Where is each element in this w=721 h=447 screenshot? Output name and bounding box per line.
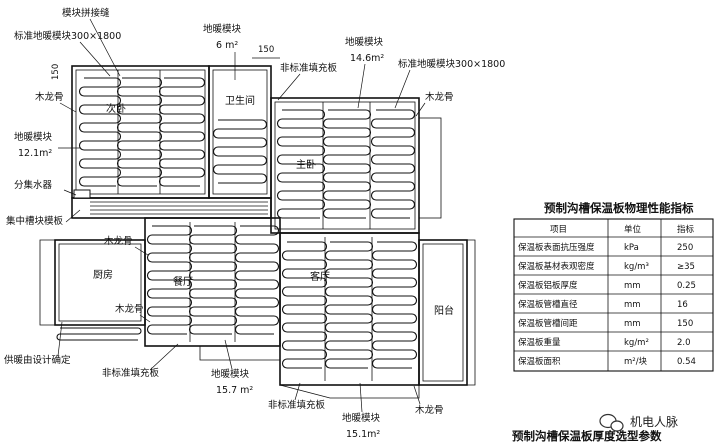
label-module-15-1: 地暖模块: [342, 412, 381, 424]
label-nonstd-filler-mid: 非标准填充板: [102, 367, 160, 379]
label-module-6: 地暖模块: [203, 23, 242, 35]
table-cell-item: 保温板面积: [518, 356, 561, 367]
label-design-note: 供暖由设计确定: [4, 354, 71, 366]
dim-150-left: 150: [51, 64, 61, 80]
bottom-caption: 预制沟槽保温板厚度选型参数: [512, 429, 662, 443]
pipe-bedroom-3: [158, 77, 206, 187]
table-cell-value: 0.54: [677, 357, 696, 367]
table-cell-item: 保温板重量: [518, 337, 561, 348]
table-header-value: 指标: [677, 224, 695, 235]
pipe-master-2: [322, 109, 372, 219]
room-bathroom: 卫生间: [225, 94, 255, 107]
table-cell-item: 保温板基材表观密度: [518, 261, 595, 272]
pipe-master-3: [370, 109, 416, 219]
label-central-slot: 集中槽块模板: [6, 215, 64, 227]
table-cell-unit: kg/m²: [624, 338, 649, 348]
room-balcony: 阳台: [434, 304, 454, 317]
heating-pipes: [56, 77, 418, 369]
table-cell-value: 250: [677, 243, 693, 253]
wechat-bubble-icon: [599, 413, 624, 432]
table-cell-value: 150: [677, 319, 693, 329]
label-manifold: 分集水器: [14, 179, 53, 191]
pipe-living-1: [281, 241, 328, 369]
label-keel-bottom: 木龙骨: [415, 404, 444, 416]
room-dining: 餐厅: [173, 275, 193, 288]
pipe-bathroom: [212, 119, 268, 184]
label-module-6-area: 6 m²: [216, 40, 238, 51]
table-cell-unit: kPa: [624, 243, 639, 253]
table-cell-item: 保温板管槽间距: [518, 318, 578, 329]
label-module-15-7-area: 15.7 m²: [216, 385, 253, 396]
table-cell-item: 保温板铝板厚度: [518, 280, 578, 291]
table-cell-value: 2.0: [677, 338, 691, 348]
label-module-15-1-area: 15.1m²: [346, 429, 380, 440]
pipe-living-2: [324, 241, 374, 369]
properties-table: 预制沟槽保温板物理性能指标 项目 单位 指标 保温板表面抗压强度 kPa 250 保温…: [513, 201, 714, 372]
pipe-dining-2: [188, 225, 238, 335]
label-module-14-6-area: 14.6m²: [350, 53, 384, 64]
label-module-12-1-area: 12.1m²: [18, 148, 52, 159]
pipe-dining-1: [146, 225, 193, 335]
pipe-master-1: [276, 109, 326, 219]
watermark-text: 机电人脉: [630, 414, 678, 429]
walls: [39, 65, 476, 399]
room-living: 客厅: [310, 270, 330, 283]
label-module-14-6: 地暖模块: [345, 36, 384, 48]
table-cell-value: 16: [677, 300, 688, 310]
label-nonstd-filler-bot: 非标准填充板: [268, 399, 326, 411]
table-cell-item: 保温板管槽直径: [518, 299, 578, 310]
room-kitchen: 厨房: [93, 268, 113, 281]
pipe-bedroom-1: [78, 77, 122, 187]
table-cell-unit: mm: [624, 281, 641, 291]
label-module-12-1: 地暖模块: [14, 131, 53, 143]
label-keel-mid2: 木龙骨: [115, 303, 144, 315]
table-title: 预制沟槽保温板物理性能指标: [544, 201, 694, 215]
label-module-15-7: 地暖模块: [211, 368, 250, 380]
pipe-bedroom-2: [116, 77, 163, 187]
table-cell-value: ≥35: [677, 262, 695, 272]
watermark: 机电人脉: [599, 413, 678, 432]
label-module-seam: 模块拼接缝: [62, 7, 110, 19]
manifold-box: [73, 189, 91, 199]
table-cell-value: 0.25: [677, 281, 696, 291]
label-std-module-right: 标准地暖模块300×1800: [398, 58, 505, 70]
pipe-dining-3: [234, 225, 280, 335]
table-cell-unit: mm: [624, 319, 641, 329]
table-header-unit: 单位: [624, 224, 642, 235]
table-header-item: 项目: [550, 225, 567, 235]
table-cell-unit: kg/m³: [624, 262, 649, 272]
table-cell-item: 保温板表面抗压强度: [518, 242, 595, 253]
pipe-kitchen: [56, 327, 142, 341]
room-master: 主卧: [296, 158, 316, 171]
dim-150-top: 150: [258, 45, 274, 55]
label-std-module-left: 标准地暖模块300×1800: [14, 30, 121, 42]
pipe-living-3: [371, 241, 418, 369]
label-nonstd-filler-top: 非标准填充板: [280, 62, 338, 74]
label-keel-left: 木龙骨: [35, 91, 64, 103]
label-keel-top-right: 木龙骨: [425, 91, 454, 103]
module-seams: [117, 70, 373, 381]
table-cell-unit: m²/块: [624, 356, 648, 367]
label-keel-mid: 木龙骨: [104, 235, 133, 247]
table-cell-unit: mm: [624, 300, 641, 310]
room-bedroom2: 次卧: [106, 102, 126, 115]
